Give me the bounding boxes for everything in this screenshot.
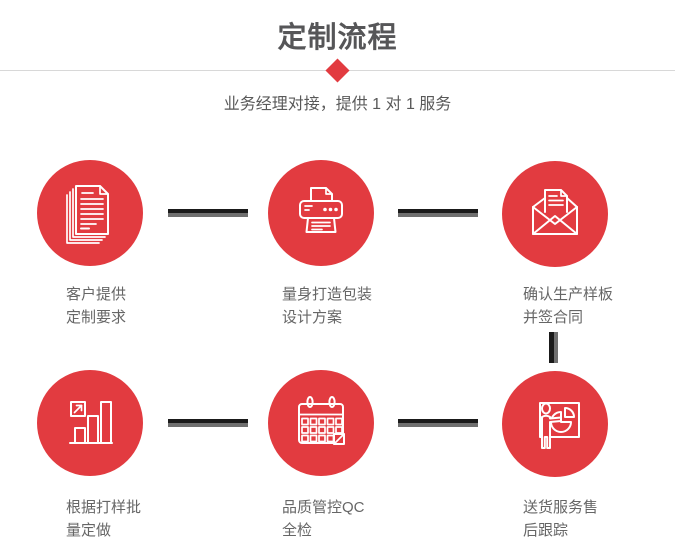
- step-circle-1: [37, 160, 143, 266]
- calendar-icon: [298, 396, 345, 445]
- connector-step3-step6: [549, 332, 558, 363]
- step-label-line1: 送货服务售: [523, 499, 599, 516]
- step-label-line2: 设计方案: [282, 309, 343, 326]
- printer-icon: [299, 187, 343, 233]
- step-circle-2: [268, 160, 374, 266]
- connector-step1-step2: [168, 209, 248, 217]
- step-label-line2: 全检: [282, 522, 313, 539]
- step-label-line1: 量身打造包装: [282, 286, 373, 303]
- diamond-icon: [325, 58, 350, 83]
- step-circle-6: [502, 371, 608, 477]
- step-circle-4: [37, 370, 143, 476]
- step-circle-5: [268, 370, 374, 476]
- step-label-2: 量身打造包装 设计方案: [282, 283, 372, 329]
- step-label-line1: 客户提供: [66, 286, 127, 303]
- envelope-icon: [532, 189, 578, 235]
- page-subtitle: 业务经理对接，提供 1 对 1 服务: [223, 96, 452, 113]
- step-label-line1: 根据打样批: [66, 499, 142, 516]
- bar-chart-icon: [69, 401, 113, 444]
- step-label-line1: 确认生产样板: [523, 286, 614, 303]
- presentation-icon: [539, 402, 580, 449]
- step-label-line2: 定制要求: [66, 309, 127, 326]
- documents-icon: [66, 185, 109, 244]
- step-label-line2: 并签合同: [523, 309, 584, 326]
- step-label-6: 送货服务售 后跟踪: [523, 496, 598, 542]
- step-label-line2: 后跟踪: [523, 522, 569, 539]
- step-label-line1: 品质管控QC: [282, 499, 365, 516]
- step-label-4: 根据打样批 量定做: [66, 496, 141, 542]
- page-title: 定制流程: [277, 22, 398, 54]
- step-label-line2: 量定做: [66, 522, 112, 539]
- step-circle-3: [502, 161, 608, 267]
- step-label-5: 品质管控QC 全检: [282, 496, 365, 542]
- step-label-3: 确认生产样板 并签合同: [523, 283, 613, 329]
- connector-step2-step3: [398, 209, 478, 217]
- step-label-1: 客户提供 定制要求: [66, 283, 126, 329]
- connector-step4-step5: [168, 419, 248, 427]
- connector-step5-step6: [398, 419, 478, 427]
